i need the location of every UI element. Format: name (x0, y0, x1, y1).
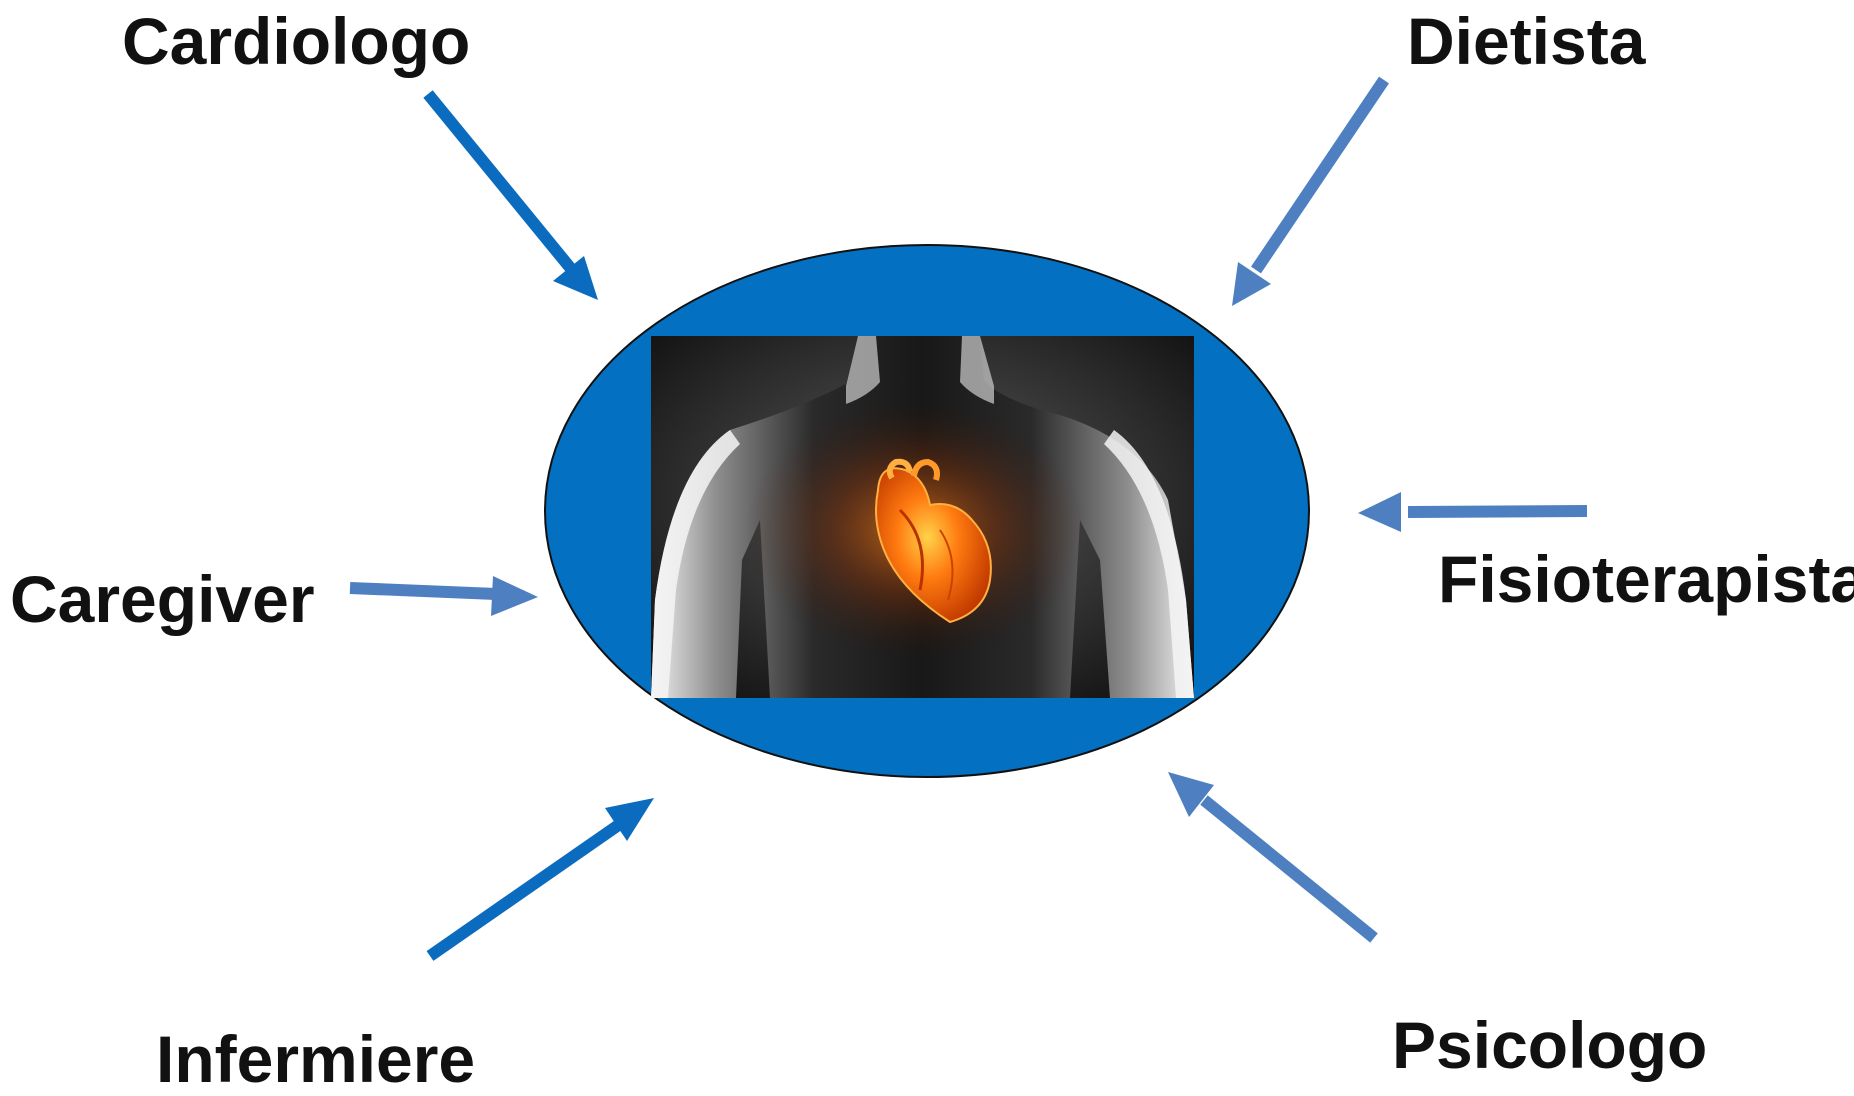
arrow-fisioterapista (1358, 492, 1587, 532)
arrow-infermiere (430, 798, 654, 956)
arrow-dietista (1232, 80, 1384, 306)
label-caregiver: Caregiver (10, 566, 315, 632)
arrow-psicologo (1168, 772, 1374, 938)
arrow-caregiver (350, 576, 538, 616)
label-cardiologo: Cardiologo (122, 8, 470, 74)
label-infermiere: Infermiere (156, 1026, 475, 1092)
label-psicologo: Psicologo (1392, 1012, 1707, 1078)
label-fisioterapista: Fisioterapista (1438, 546, 1854, 612)
chest-heart-xray-image (651, 336, 1194, 698)
arrow-cardiologo (428, 94, 598, 300)
label-dietista: Dietista (1407, 8, 1645, 74)
